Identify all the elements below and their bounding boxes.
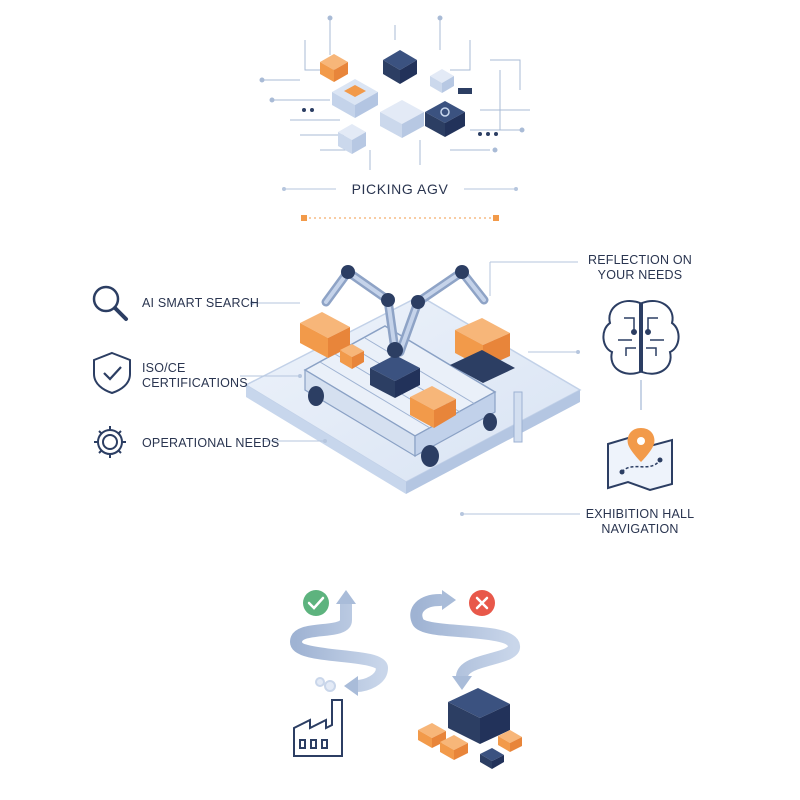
feature-reflection-line2: YOUR NEEDS: [597, 268, 683, 282]
feature-iso-ce-line1: ISO/CE: [142, 361, 186, 375]
feature-reflection-on-needs: REFLECTION ON YOUR NEEDS: [575, 253, 705, 283]
feature-navigation-line2: NAVIGATION: [601, 522, 679, 536]
page-title: PICKING AGV: [351, 181, 449, 197]
feature-operational-needs: OPERATIONAL NEEDS: [142, 436, 280, 450]
box-pile-icon: [418, 688, 522, 769]
flow-arrow-fail: [410, 590, 520, 690]
feature-ai-smart-search: AI SMART SEARCH: [142, 296, 260, 310]
factory-icon: [293, 677, 343, 757]
feature-exhibition-hall-navigation: EXHIBITION HALL NAVIGATION: [575, 507, 705, 537]
left-connectors: [240, 301, 327, 443]
feature-reflection-line1: REFLECTION ON: [588, 253, 692, 267]
feature-iso-ce-certifications: ISO/CE CERTIFICATIONS: [142, 361, 248, 391]
cross-circle-icon: [469, 590, 495, 616]
map-pin-icon: [607, 428, 673, 492]
agv-platform: [244, 265, 582, 494]
flow-arrow-success: [289, 590, 389, 696]
iso-cubes-icon: [302, 50, 498, 154]
feature-navigation-line1: EXHIBITION HALL: [585, 507, 695, 521]
check-circle-icon: [303, 590, 329, 616]
right-connectors: [460, 261, 580, 516]
brain-circuit-icon: [602, 300, 680, 410]
title-divider: [282, 187, 518, 221]
circuit-cluster-icon: [259, 15, 530, 170]
shield-check-icon: [93, 351, 131, 395]
gear-icon: [94, 426, 126, 458]
magnifier-icon: [92, 285, 128, 321]
feature-iso-ce-line2: CERTIFICATIONS: [142, 376, 248, 390]
